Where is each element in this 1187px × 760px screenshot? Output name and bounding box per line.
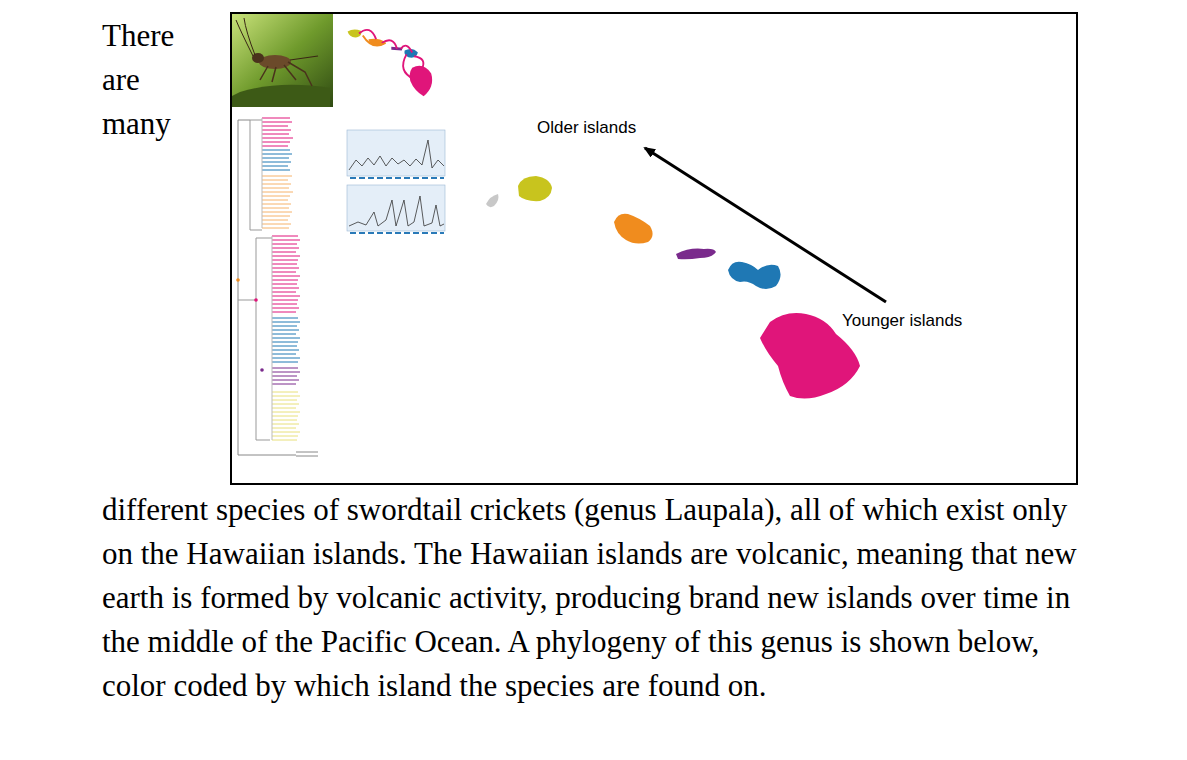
body-text: different species of swordtail crickets … bbox=[102, 492, 1077, 703]
map-label-box: Younger islands bbox=[840, 311, 964, 331]
map-label: Younger islands bbox=[842, 311, 962, 330]
body-text-box: There are many bbox=[102, 14, 214, 146]
map-label-box: Older islands bbox=[535, 118, 638, 138]
body-text: There are many bbox=[102, 18, 174, 141]
map-label: Older islands bbox=[537, 118, 636, 137]
body-text-box: different species of swordtail crickets … bbox=[102, 488, 1077, 708]
